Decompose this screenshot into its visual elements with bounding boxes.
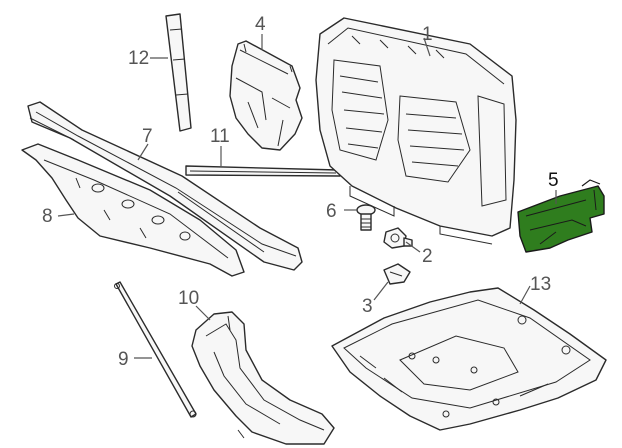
callout-12: 12: [128, 48, 149, 69]
callout-13: 13: [530, 274, 551, 295]
leader-1: [423, 37, 431, 57]
part-8-shield[interactable]: [21, 143, 245, 277]
leader-10: [195, 305, 211, 321]
callouts: 1 2 3 4 5 6 7 8 9 10 11 12 13: [42, 14, 559, 370]
callout-11: 11: [210, 126, 230, 147]
callout-5: 5: [548, 170, 559, 191]
part-9-rod[interactable]: [114, 281, 197, 418]
part-4-air-duct[interactable]: [229, 40, 303, 151]
callout-7: 7: [142, 126, 153, 147]
callout-9: 9: [118, 349, 129, 370]
callout-6: 6: [326, 201, 337, 222]
leader-8: [57, 213, 75, 217]
part-2-clip[interactable]: [383, 227, 413, 249]
part-3-clip[interactable]: [383, 263, 411, 285]
leader-2: [405, 241, 421, 253]
part-13-underbody-shield[interactable]: [331, 287, 607, 431]
part-5-bracket-highlighted[interactable]: [517, 179, 605, 253]
callout-2: 2: [422, 246, 433, 267]
leader-13: [519, 285, 531, 305]
leader-3: [373, 281, 389, 301]
part-1-grille-frame[interactable]: [315, 17, 517, 245]
callout-1: 1: [422, 24, 433, 45]
leader-7: [137, 143, 149, 161]
part-12-strut[interactable]: [165, 13, 192, 132]
part-7-cross-member[interactable]: [27, 101, 303, 271]
callout-4: 4: [255, 14, 266, 35]
leader-lines: [57, 34, 557, 359]
part-6-bolt[interactable]: [356, 204, 376, 231]
part-10-side-duct[interactable]: [191, 311, 335, 445]
callout-10: 10: [178, 288, 199, 309]
callout-8: 8: [42, 206, 53, 227]
part-11-strip[interactable]: [185, 165, 341, 177]
callout-3: 3: [362, 296, 373, 317]
